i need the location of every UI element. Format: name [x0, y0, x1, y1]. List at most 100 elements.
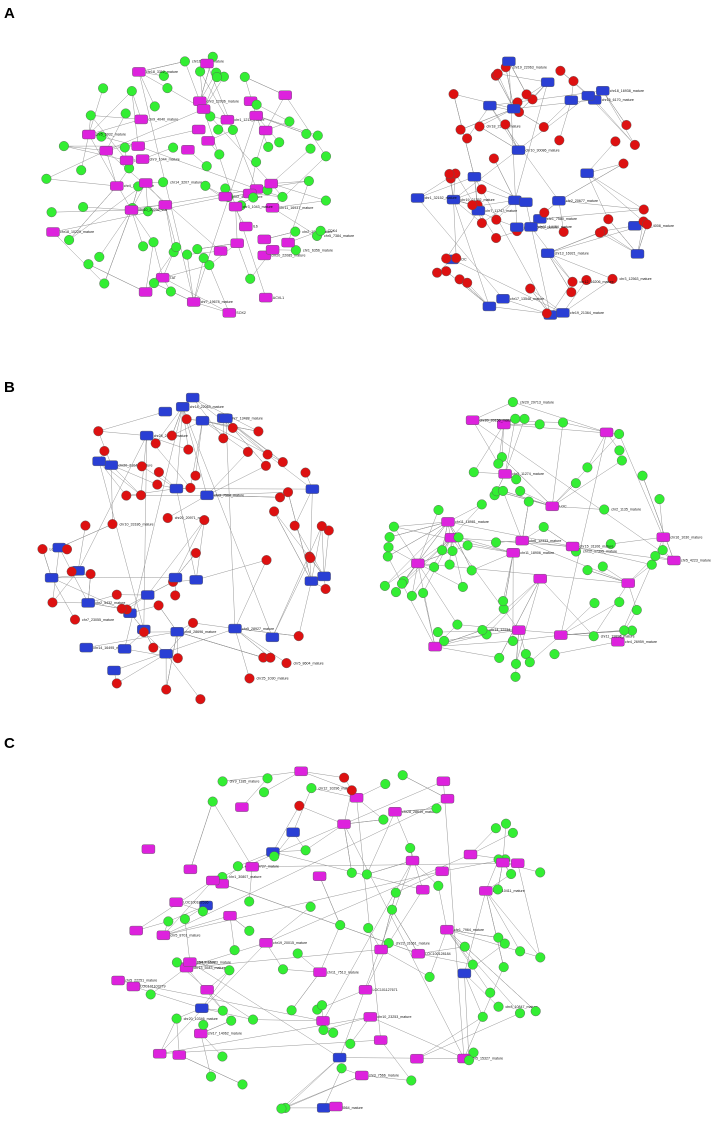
node-label: ACVL1 — [273, 296, 284, 300]
mirna-node-shape — [316, 1016, 330, 1026]
gene-node-shape — [244, 673, 255, 684]
gene-node-shape — [98, 83, 109, 94]
network-edge — [464, 973, 484, 1017]
network-edge — [552, 460, 623, 507]
gene-node-shape — [149, 101, 160, 112]
gene-node-shape — [493, 1001, 504, 1012]
gene-node-shape — [190, 470, 201, 481]
mirna-node: chr11_18981_mature — [441, 517, 489, 527]
gene-node-shape — [582, 462, 593, 473]
network-edge — [68, 185, 117, 241]
gene-node-shape — [251, 99, 262, 110]
mirna-node-shape — [511, 858, 525, 868]
mirna-node — [159, 649, 173, 659]
mirna-node: chr3_1043_mature — [228, 201, 273, 212]
network-edge — [272, 558, 311, 638]
gene-node-shape — [85, 110, 96, 121]
mirna-node-shape — [483, 100, 497, 111]
gene-node — [126, 86, 137, 97]
gene-node-shape — [185, 482, 196, 493]
network-edge — [281, 1075, 362, 1109]
gene-node-shape — [568, 76, 579, 87]
gene-node — [441, 266, 452, 277]
node-label: chr18_3312_mature — [146, 70, 178, 74]
mirna-node-shape — [463, 849, 478, 860]
network-edge — [190, 801, 213, 870]
node-label: chr1_30807_mature — [229, 875, 261, 879]
network-edge — [560, 432, 607, 636]
mirna-node-shape — [599, 427, 614, 438]
network-edge — [126, 488, 177, 496]
gene-node-shape — [318, 1024, 329, 1035]
gene-node-shape — [588, 631, 599, 642]
gene-node — [467, 200, 478, 211]
mirna-node: chr28_28649_mature — [388, 807, 436, 817]
mirna-node — [374, 1035, 388, 1045]
mirna-node-shape — [200, 58, 214, 69]
node-label: chr9_4040_mature — [148, 118, 178, 122]
network-edge — [138, 71, 194, 303]
gene-node-shape — [214, 149, 225, 160]
mirna-node-shape — [506, 548, 520, 558]
node-label: TAT — [170, 276, 177, 280]
mirna-node: chr10_16023_mature — [183, 957, 231, 967]
mirna-node-shape — [621, 578, 635, 588]
gene-node-shape — [58, 141, 69, 152]
gene-node-shape — [444, 168, 455, 179]
network-edge — [159, 1016, 371, 1054]
node-label: chr10_20256_star — [139, 208, 169, 212]
mirna-node — [195, 416, 210, 426]
network-edge — [417, 563, 458, 625]
network-edge — [46, 150, 107, 180]
mirna-node-shape — [329, 1101, 343, 1112]
gene-node-shape — [148, 278, 159, 289]
gene-node — [294, 800, 305, 811]
network-edge — [184, 918, 191, 963]
gene-node-shape — [491, 214, 502, 225]
mirna-node — [265, 632, 280, 642]
gene-node-shape — [657, 545, 668, 556]
network-edge — [505, 67, 515, 109]
gene-node-shape — [47, 597, 58, 608]
network-edge — [485, 890, 541, 958]
gene-node-shape — [485, 987, 496, 998]
node-label: chr7_13488_mature — [231, 416, 263, 420]
gene-node-shape — [244, 896, 255, 907]
node-label: chr6_10411_mature — [493, 889, 525, 893]
gene-node-shape — [275, 492, 286, 503]
mirna-node-shape — [312, 871, 327, 881]
mirna-node: chr5_4223_mature — [667, 555, 711, 566]
mirna-node-shape — [206, 875, 220, 886]
gene-node — [283, 487, 294, 498]
gene-node — [433, 505, 444, 516]
gene-node — [292, 948, 303, 959]
network-edge — [502, 552, 514, 602]
gene-node-shape — [488, 153, 499, 164]
node-label: chr11_18906_mature — [520, 551, 554, 555]
gene-node-shape — [138, 627, 149, 638]
gene-node — [346, 785, 357, 796]
gene-node — [485, 987, 496, 998]
gene-node — [111, 589, 122, 600]
gene-node-shape — [621, 119, 632, 130]
mirna-node-shape — [332, 1052, 347, 1063]
gene-node-shape — [455, 124, 466, 135]
gene-node — [555, 65, 566, 76]
gene-node-shape — [451, 253, 462, 264]
network-edge — [68, 182, 146, 241]
gene-node-shape — [165, 286, 176, 297]
network-edge — [572, 546, 652, 565]
mirna-node — [206, 875, 220, 886]
mirna-node: IL6 — [239, 221, 258, 232]
gene-node-shape — [93, 426, 104, 437]
network-edge — [265, 95, 286, 131]
mirna-node-shape — [196, 104, 211, 114]
gene-node-shape — [220, 183, 231, 194]
gene-node-shape — [614, 445, 625, 456]
network-edge — [501, 424, 505, 458]
mirna-node-shape — [596, 86, 610, 96]
network-edge — [287, 492, 312, 582]
gene-node-shape — [242, 446, 253, 457]
network-edge — [98, 461, 127, 496]
gene-node-shape — [85, 569, 96, 580]
